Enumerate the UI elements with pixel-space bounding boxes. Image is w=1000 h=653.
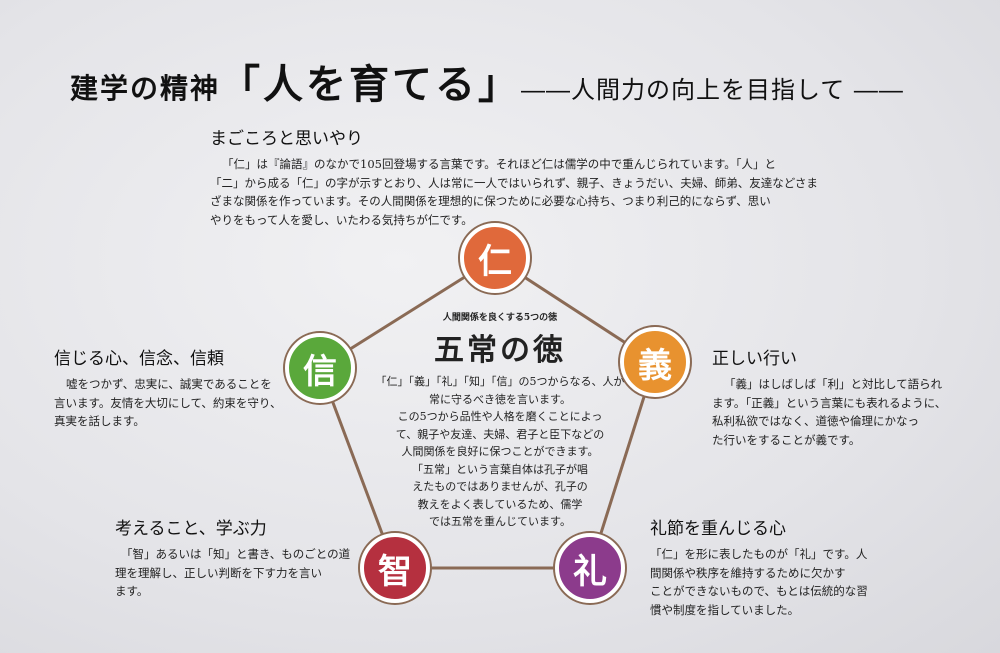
text-line: 「智」あるいは「知」と書き、ものごとの道: [121, 547, 351, 561]
text-line: 「二」から成る「仁」の字が示すとおり、人は常に一人ではいられず、親子、きょうだい…: [210, 175, 818, 190]
center-text: 「仁」「義」「礼」「知」「信」の5つからなる、人が 常に守るべき徳を言います。 …: [360, 373, 640, 531]
text-line: ます。: [115, 584, 149, 598]
text-line: 「仁」を形に表したものが「礼」です。人: [650, 547, 868, 561]
chi-section: 考えること、学ぶ力 「智」あるいは「知」と書き、ものごとの道 理を理解し、正しい…: [115, 514, 350, 601]
chi-heading: 考えること、学ぶ力: [115, 519, 267, 539]
text-line: た行いをすることが義です。: [712, 432, 861, 447]
gi-text: 「義」はしばしば「利」と対比して語られ ます。「正義」という言葉にも表れるように…: [712, 375, 946, 449]
text-line: では五常を重んじています。: [429, 515, 571, 528]
text-line: 教えをよく表しているため、儒学: [417, 497, 583, 511]
rei-section: 礼節を重んじる心 「仁」を形に表したものが「礼」です。人 間関係や秩序を維持する…: [650, 514, 868, 619]
text-line: 言います。友情を大切にして、約束を守り、: [54, 395, 282, 410]
center-subtitle: 人間関係を良くする5つの徳: [442, 313, 558, 323]
chi-text: 「智」あるいは「知」と書き、ものごとの道 理を理解し、正しい判断を下す力を言い …: [115, 545, 350, 601]
text-line: ことができないもので、もとは伝統的な習: [650, 584, 868, 598]
text-line: 「五常」という言葉自体は孔子が唱: [412, 462, 588, 476]
text-line: ざまな関係を作っています。その人間関係を理想的に保つために必要な心持ち、つまり利…: [210, 194, 771, 208]
jin-text: 「仁」は『論語』のなかで105回登場する言葉です。それほど仁は儒学の中で重んじら…: [210, 155, 818, 229]
center-title: 五常の徳: [434, 333, 566, 368]
rei-heading: 礼節を重んじる心: [650, 519, 786, 539]
shin-heading: 信じる心、信念、信頼: [54, 349, 224, 369]
text-line: 真実を話します。: [54, 414, 145, 428]
virtue-circle-jin: 仁: [460, 223, 530, 293]
page-title: 建学の精神「人を育てる」――人間力の向上を目指して ――: [70, 52, 904, 110]
text-line: やりをもって人を愛し、いたわる気持ちが仁です。: [210, 212, 473, 227]
text-line: 人間関係を良好に保つことができます。: [401, 445, 599, 458]
jin-heading: まごころと思いやり: [210, 129, 363, 149]
text-line: この5つから品性や人格を磨くことによっ: [397, 410, 603, 423]
title-main: 「人を育てる」: [220, 61, 522, 108]
virtue-circle-rei: 礼: [555, 533, 625, 603]
title-prefix: 建学の精神: [70, 72, 221, 105]
virtue-circle-shin: 信: [285, 333, 355, 403]
text-line: 理を理解し、正しい判断を下す力を言い: [115, 565, 322, 580]
text-line: えたものではありませんが、孔子の: [412, 480, 588, 493]
text-line: 間関係や秩序を維持するために欠かす: [650, 565, 846, 580]
gi-section: 正しい行い 「義」はしばしば「利」と対比して語られ ます。「正義」という言葉にも…: [712, 344, 946, 449]
center-section: 人間関係を良くする5つの徳 五常の徳 「仁」「義」「礼」「知」「信」の5つからな…: [360, 310, 640, 531]
text-line: 「義」はしばしば「利」と対比して語られ: [724, 377, 943, 391]
text-line: 私利私欲ではなく、道徳や倫理にかなっ: [712, 414, 919, 428]
text-line: ます。「正義」という言葉にも表れるように、: [712, 395, 947, 410]
text-line: 常に守るべき徳を言います。: [429, 392, 571, 406]
shin-text: 嘘をつかず、忠実に、誠実であることを 言います。友情を大切にして、約束を守り、 …: [54, 375, 281, 431]
text-line: 「仁」は『論語』のなかで105回登場する言葉です。それほど仁は儒学の中で重んじら…: [222, 157, 777, 171]
title-suffix: ――人間力の向上を目指して ――: [521, 76, 904, 104]
gi-heading: 正しい行い: [712, 349, 797, 369]
text-line: 嘘をつかず、忠実に、誠実であることを: [66, 377, 272, 391]
text-line: 「仁」「義」「礼」「知」「信」の5つからなる、人が: [375, 375, 625, 388]
virtue-circle-gi: 義: [620, 327, 690, 397]
text-line: 慣や制度を指していました。: [650, 602, 800, 617]
rei-text: 「仁」を形に表したものが「礼」です。人 間関係や秩序を維持するために欠かす こと…: [650, 545, 868, 619]
shin-section: 信じる心、信念、信頼 嘘をつかず、忠実に、誠実であることを 言います。友情を大切…: [54, 344, 281, 431]
virtue-circle-chi: 智: [360, 533, 430, 603]
jin-section: まごころと思いやり 「仁」は『論語』のなかで105回登場する言葉です。それほど仁…: [210, 124, 818, 229]
text-line: て、親子や友達、夫婦、君子と臣下などの: [395, 427, 605, 441]
